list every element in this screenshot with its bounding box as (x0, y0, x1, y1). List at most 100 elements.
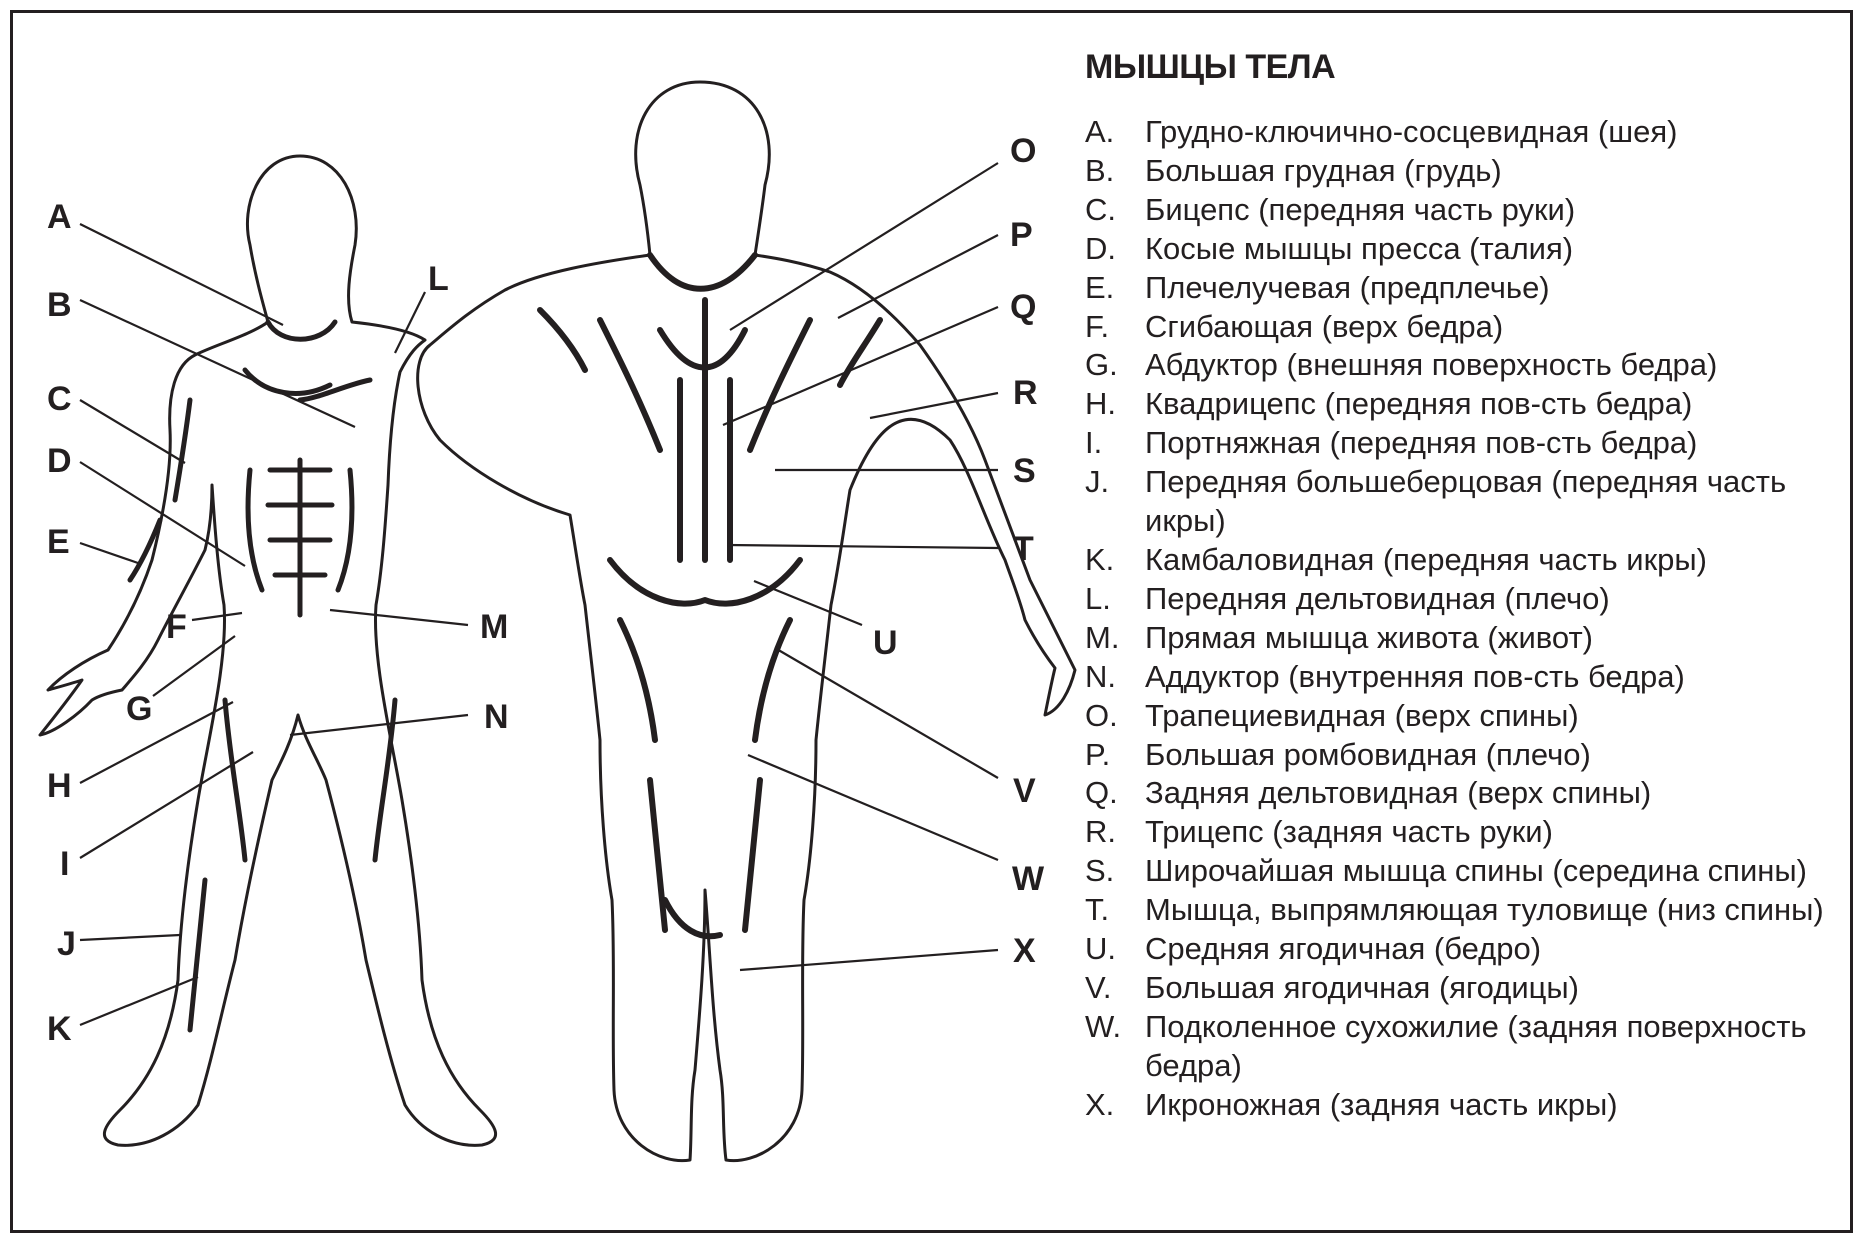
legend-text: Средняя ягодичная (бедро) (1145, 930, 1845, 969)
legend-key: J. (1085, 463, 1145, 541)
legend-item: O.Трапециевидная (верх спины) (1085, 697, 1845, 736)
callout-u: U (873, 624, 898, 662)
legend-item: N.Аддуктор (внутренняя пов-сть бедра) (1085, 658, 1845, 697)
legend-text: Передняя большеберцовая (передняя часть … (1145, 463, 1845, 541)
legend-text: Большая грудная (грудь) (1145, 152, 1845, 191)
leader-line-t (727, 545, 998, 548)
legend-item: K.Камбаловидная (передняя часть икры) (1085, 541, 1845, 580)
legend-text: Квадрицепс (передняя пов-сть бедра) (1145, 385, 1845, 424)
legend-text: Широчайшая мышца спины (середина спины) (1145, 852, 1845, 891)
legend-key: Q. (1085, 774, 1145, 813)
legend-list: A.Грудно-ключично-сосцевидная (шея) B.Бо… (1085, 113, 1845, 1125)
legend-item: S.Широчайшая мышца спины (середина спины… (1085, 852, 1845, 891)
callout-r: R (1013, 374, 1038, 412)
back-muscle-shading (540, 255, 880, 936)
front-body-outline (40, 156, 496, 1145)
callout-letters: A B C D E F G H I J K L M N O P Q R S T … (47, 132, 1045, 1048)
legend-key: M. (1085, 619, 1145, 658)
legend-item: J.Передняя большеберцовая (передняя част… (1085, 463, 1845, 541)
legend-text: Сгибающая (верх бедра) (1145, 308, 1845, 347)
callout-x: X (1013, 932, 1036, 970)
legend-item: G.Абдуктор (внешняя поверхность бедра) (1085, 346, 1845, 385)
legend-item: A.Грудно-ключично-сосцевидная (шея) (1085, 113, 1845, 152)
legend-key: O. (1085, 697, 1145, 736)
legend-key: B. (1085, 152, 1145, 191)
callout-t: T (1013, 530, 1034, 568)
legend-text: Большая ягодичная (ягодицы) (1145, 969, 1845, 1008)
legend-text: Портняжная (передняя пов-сть бедра) (1145, 424, 1845, 463)
legend: МЫШЦЫ ТЕЛА A.Грудно-ключично-сосцевидная… (1085, 48, 1845, 1125)
front-figure (40, 156, 496, 1145)
legend-key: U. (1085, 930, 1145, 969)
leader-line-i (80, 752, 253, 858)
callout-m: M (480, 608, 508, 646)
legend-key: W. (1085, 1008, 1145, 1086)
callout-e: E (47, 523, 70, 561)
legend-key: S. (1085, 852, 1145, 891)
callout-i: I (60, 845, 69, 883)
callout-j: J (57, 925, 76, 963)
legend-text: Подколенное сухожилие (задняя поверхност… (1145, 1008, 1845, 1086)
legend-key: F. (1085, 308, 1145, 347)
callout-g: G (126, 690, 152, 728)
legend-key: R. (1085, 813, 1145, 852)
legend-item: E.Плечелучевая (предплечье) (1085, 269, 1845, 308)
callout-b: B (47, 286, 72, 324)
legend-item: R.Трицепс (задняя часть руки) (1085, 813, 1845, 852)
legend-text: Задняя дельтовидная (верх спины) (1145, 774, 1845, 813)
callout-f: F (166, 608, 187, 646)
callout-s: S (1013, 452, 1036, 490)
leader-line-e (80, 543, 138, 563)
leader-line-w (748, 755, 998, 860)
callout-a: A (47, 198, 72, 236)
callout-c: C (47, 380, 72, 418)
legend-key: I. (1085, 424, 1145, 463)
leader-line-n (290, 715, 468, 735)
legend-item: B.Большая грудная (грудь) (1085, 152, 1845, 191)
legend-text: Мышца, выпрямляющая туловище (низ спины) (1145, 891, 1845, 930)
legend-item: V.Большая ягодичная (ягодицы) (1085, 969, 1845, 1008)
legend-item: L.Передняя дельтовидная (плечо) (1085, 580, 1845, 619)
legend-text: Икроножная (задняя часть икры) (1145, 1086, 1845, 1125)
leader-line-q (723, 307, 998, 425)
legend-text: Абдуктор (внешняя поверхность бедра) (1145, 346, 1845, 385)
callout-v: V (1013, 772, 1036, 810)
callout-p: P (1010, 216, 1033, 254)
legend-text: Трапециевидная (верх спины) (1145, 697, 1845, 736)
legend-item: Q.Задняя дельтовидная (верх спины) (1085, 774, 1845, 813)
legend-key: P. (1085, 736, 1145, 775)
legend-text: Большая ромбовидная (плечо) (1145, 736, 1845, 775)
legend-text: Плечелучевая (предплечье) (1145, 269, 1845, 308)
leader-lines (80, 163, 998, 1025)
callout-l: L (428, 260, 449, 298)
legend-item: P.Большая ромбовидная (плечо) (1085, 736, 1845, 775)
callout-w: W (1012, 860, 1045, 898)
legend-key: G. (1085, 346, 1145, 385)
legend-key: N. (1085, 658, 1145, 697)
legend-item: I.Портняжная (передняя пов-сть бедра) (1085, 424, 1845, 463)
legend-item: C.Бицепс (передняя часть руки) (1085, 191, 1845, 230)
legend-item: U.Средняя ягодичная (бедро) (1085, 930, 1845, 969)
leader-line-j (80, 935, 180, 940)
legend-title: МЫШЦЫ ТЕЛА (1085, 48, 1845, 87)
legend-key: K. (1085, 541, 1145, 580)
callout-d: D (47, 442, 72, 480)
callout-k: K (47, 1010, 72, 1048)
callout-h: H (47, 767, 72, 805)
callout-o: O (1010, 132, 1036, 170)
legend-item: F.Сгибающая (верх бедра) (1085, 308, 1845, 347)
legend-key: C. (1085, 191, 1145, 230)
legend-item: D.Косые мышцы пресса (талия) (1085, 230, 1845, 269)
leader-line-x (740, 950, 998, 970)
legend-item: M.Прямая мышца живота (живот) (1085, 619, 1845, 658)
legend-key: X. (1085, 1086, 1145, 1125)
leader-line-f (192, 613, 242, 620)
callout-n: N (484, 698, 509, 736)
legend-text: Передняя дельтовидная (плечо) (1145, 580, 1845, 619)
legend-item: H.Квадрицепс (передняя пов-сть бедра) (1085, 385, 1845, 424)
legend-key: E. (1085, 269, 1145, 308)
legend-text: Косые мышцы пресса (талия) (1145, 230, 1845, 269)
legend-key: T. (1085, 891, 1145, 930)
leader-line-r (870, 393, 998, 418)
legend-text: Грудно-ключично-сосцевидная (шея) (1145, 113, 1845, 152)
